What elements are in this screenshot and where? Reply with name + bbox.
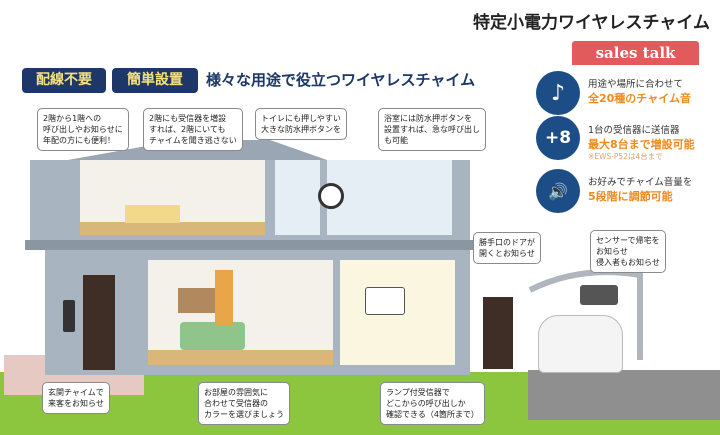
feature-highlight: 5段階に調節可能 xyxy=(588,190,673,203)
callout-bath: 浴室には防水押ボタンを設置すれば、急な呼び出しも可能 xyxy=(378,108,486,151)
callout-entrance: 玄関チャイムで来客をお知らせ xyxy=(42,382,110,414)
music-note-icon: ♪ xyxy=(536,71,580,115)
back-door xyxy=(483,297,513,369)
tag-no-wiring: 配線不要 xyxy=(22,68,106,93)
car xyxy=(538,315,623,373)
waterproof-button xyxy=(318,183,344,209)
front-door xyxy=(83,275,115,370)
doorbell-button xyxy=(63,300,75,332)
feature-note: ※EWS-P52は4台まで xyxy=(588,152,663,161)
driveway xyxy=(528,370,720,420)
sales-talk-badge: sales talk xyxy=(572,41,699,65)
feature-text: お好みでチャイム音量を xyxy=(588,177,693,188)
callout-sensor: センサーで帰宅をお知らせ侵入者もお知らせ xyxy=(590,230,666,273)
living-floor xyxy=(148,350,333,365)
callout-living: お部屋の雰囲気に合わせて受信器のカラーを選びましょう xyxy=(198,382,290,425)
callout-stairs: 2階から1階への呼び出しやお知らせに年配の方にも便利！ xyxy=(37,108,129,151)
toilet-room xyxy=(275,160,320,235)
feature-chime-sounds: 用途や場所に合わせて全20種のチャイム音 xyxy=(588,78,691,106)
callout-back-door: 勝手口のドアが開くとお知らせ xyxy=(473,232,541,264)
motion-sensor xyxy=(580,285,618,305)
tag-easy-install: 簡単設置 xyxy=(112,68,198,93)
bathroom xyxy=(327,160,452,235)
sofa xyxy=(180,322,245,350)
plus-eight-icon: +8 xyxy=(536,116,580,160)
feature-highlight: 最大8台まで増設可能 xyxy=(588,138,695,151)
callout-second-floor: 2階にも受信器を増設すれば、2階にいてもチャイムを聞き逃さない xyxy=(143,108,243,151)
feature-transmitters: 1台の受信器に送信器最大8台まで増設可能※EWS-P52は4台まで xyxy=(588,124,695,161)
callout-lamp: ランプ付受信器でどこからの呼び出しか確認できる（4箇所まで） xyxy=(380,382,485,425)
bedroom-floor xyxy=(80,222,265,235)
speaker-volume-icon: 🔊 xyxy=(536,169,580,213)
heading: 様々な用途で役立つワイヤレスチャイム xyxy=(206,71,476,89)
feature-volume: お好みでチャイム音量を 5段階に調節可能 xyxy=(588,176,692,204)
bed xyxy=(125,205,180,223)
door xyxy=(215,270,233,325)
lamp-receiver xyxy=(365,287,405,315)
feature-text: 1台の受信器に送信器 xyxy=(588,125,680,136)
page-title: 特定小電力ワイヤレスチャイム xyxy=(473,13,710,33)
callout-toilet: トイレにも押しやすい大きな防水押ボタンを xyxy=(255,108,347,140)
feature-text: 用途や場所に合わせて xyxy=(588,79,684,90)
feature-highlight: 全20種のチャイム音 xyxy=(588,92,691,105)
